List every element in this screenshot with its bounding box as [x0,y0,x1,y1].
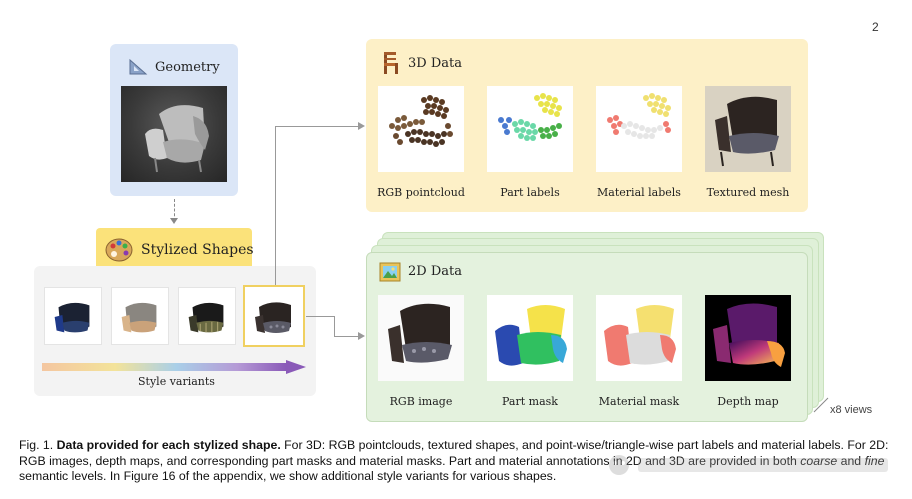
depth-map-thumb [705,295,791,381]
geometry-title: Geometry [155,60,220,75]
palette-icon [105,238,133,262]
arrowhead-2d [358,332,365,340]
variant-blue [44,287,102,345]
figure-caption: Fig. 1. Data provided for each stylized … [19,438,895,485]
variant-dark-patterned [243,285,305,347]
geometry-chair-render [121,86,227,182]
caption-bold-title: Data provided for each stylized shape. [56,438,281,452]
dashed-arrowhead [170,218,178,224]
caption-rgb-image: RGB image [389,395,453,408]
3d-data-title: 3D Data [408,56,462,71]
caption-material-labels: Material labels [597,186,681,199]
caption-label: Fig. 1. [19,438,54,452]
part-labels-thumb [487,86,573,172]
views-count-label: x8 views [830,404,873,416]
caption-depth-map: Depth map [717,395,779,408]
caption-part-mask: Part mask [502,395,558,408]
textured-mesh-thumb [705,86,791,172]
material-labels-thumb [596,86,682,172]
caption-material-mask: Material mask [598,395,680,408]
chair-icon [384,52,398,74]
connector-down [334,316,335,336]
dashed-connector [174,199,176,221]
picture-icon [379,262,401,282]
caption-fine: fine [865,454,885,468]
connector-to-3d [275,126,360,127]
caption-coarse: coarse [800,454,837,468]
variants-gradient-arrow [42,360,306,374]
variant-olive-striped [178,287,236,345]
triangle-ruler-icon [129,58,148,75]
connector-up [275,126,276,285]
connector-right [306,316,334,317]
2d-data-title: 2D Data [408,264,462,279]
caption-and: and [841,454,862,468]
rgb-pointcloud-thumb [378,86,464,172]
arrowhead-3d [358,122,365,130]
caption-textured-mesh: Textured mesh [706,186,790,199]
caption-rgb-pointcloud: RGB pointcloud [377,186,465,199]
connector-to-2d [334,336,360,337]
page-number: 2 [872,20,879,34]
views-stack-line [813,397,829,413]
rgb-image-thumb [378,295,464,381]
material-mask-thumb [596,295,682,381]
variant-tan [111,287,169,345]
caption-body-2: semantic levels. In Figure 16 of the app… [19,469,557,483]
stylized-shapes-text: Stylized Shapes [141,242,254,258]
watermark-logo [609,455,888,475]
style-variants-caption: Style variants [138,375,215,388]
caption-body-1: For 3D: RGB pointclouds, textured shapes… [19,438,889,468]
caption-part-labels: Part labels [500,186,560,199]
part-mask-thumb [487,295,573,381]
